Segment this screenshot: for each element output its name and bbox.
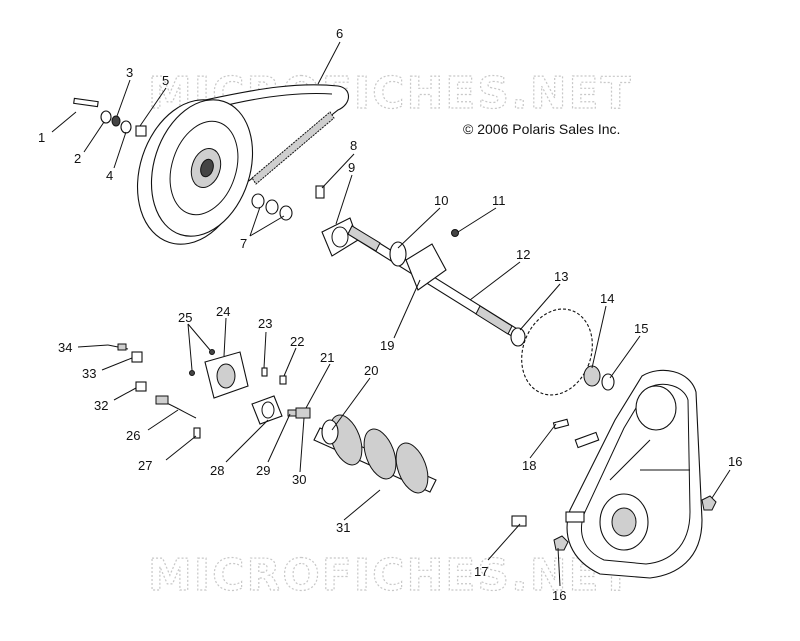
callout-32: 32 [94,398,108,413]
spacer-5 [135,125,147,137]
drive-sprocket-a [329,414,363,466]
bolt-8 [315,185,325,199]
callout-22: 22 [290,334,304,349]
chaincase-boss [574,431,600,449]
callout-34: 34 [58,340,72,355]
callout-18: 18 [522,458,536,473]
drive-shaft-31 [313,414,437,494]
bolt-17 [511,515,527,527]
callout-11: 11 [492,193,506,208]
watermark-bottom: MICROFICHES.NET [148,550,633,601]
callout-23: 23 [258,316,272,331]
clip-32 [135,381,147,392]
callout-16-right: 16 [728,454,742,469]
callout-31: 31 [336,520,350,535]
washer-4 [120,120,132,134]
drive-clutch-assembly [136,84,350,245]
brake-disc [521,308,593,396]
bearing-flange-19 [405,243,447,291]
bolt-1 [73,97,99,108]
drive-sprocket-b [363,428,397,480]
seal-14 [583,365,601,387]
leader-lines [51,41,731,587]
washer-2 [100,110,112,124]
wire-34 [117,343,127,351]
bolt-25a [209,349,215,355]
callout-16-bottom: 16 [552,588,566,603]
callout-8: 8 [350,138,357,153]
nut-11 [451,229,459,237]
nut-16-bottom [553,535,569,551]
clip-33 [131,351,143,363]
chaincase-lower-boss [565,511,585,523]
belt-teeth [251,111,335,185]
callout-21: 21 [320,350,334,365]
screw-27 [193,427,201,439]
callout-26: 26 [126,428,140,443]
callout-24: 24 [216,304,230,319]
bearing-cap-bore [216,363,236,389]
jackshaft [347,225,523,341]
callout-6: 6 [336,26,343,41]
callout-30: 30 [292,472,306,487]
oring-15 [601,373,615,391]
bearing-20 [321,419,339,445]
callout-25: 25 [178,310,192,325]
callout-5: 5 [162,73,169,88]
oring-13 [510,327,526,347]
callout-13: 13 [554,269,568,284]
callout-28: 28 [210,463,224,478]
washers-7 [251,193,293,221]
callout-27: 27 [138,458,152,473]
callout-10: 10 [434,193,448,208]
callout-19: 19 [380,338,394,353]
callout-29: 29 [256,463,270,478]
callout-12: 12 [516,247,530,262]
callout-numbers: 1 2 3 4 5 6 7 8 9 10 11 12 13 14 15 16 1… [38,26,742,603]
gasket-28 [251,395,283,425]
drive-sprocket-c [395,442,429,494]
callout-14: 14 [600,291,614,306]
bolt-25b [189,370,195,376]
callout-1: 1 [38,130,45,145]
callout-20: 20 [364,363,378,378]
callout-2: 2 [74,151,81,166]
speed-sensor-parts [107,343,201,439]
pin-22 [279,375,287,385]
gear-21 [295,407,311,419]
copyright-text: © 2006 Polaris Sales Inc. [463,121,620,137]
nut-16-right [701,495,717,511]
callout-33: 33 [82,366,96,381]
washer-3 [111,115,121,127]
callout-4: 4 [106,168,113,183]
callout-3: 3 [126,65,133,80]
upper-sprocket-bore [635,385,677,431]
pin-23 [261,367,268,377]
bearing-10 [389,241,407,267]
callout-17: 17 [474,564,488,579]
clutch-bolt-stack [73,97,147,137]
chaincase-housing [565,369,703,579]
sensor-26 [155,395,169,405]
callout-7: 7 [240,236,247,251]
callout-9: 9 [348,160,355,175]
callout-15: 15 [634,321,648,336]
